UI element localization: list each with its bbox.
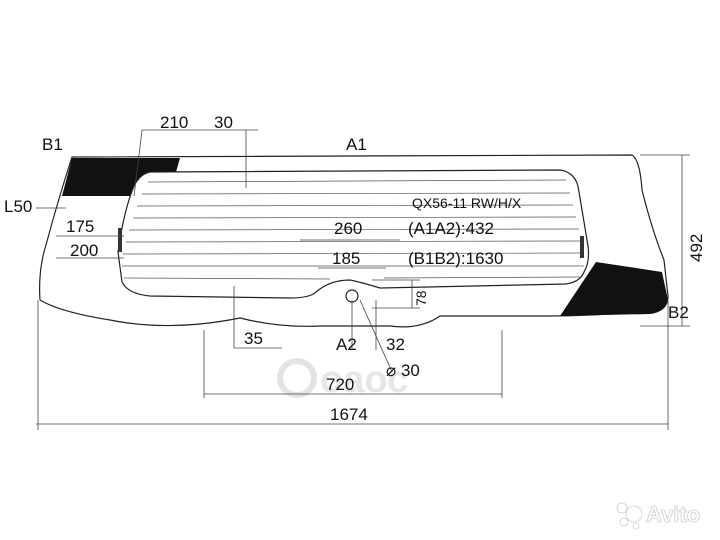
- label-b1b2: (B1B2):1630: [408, 249, 503, 268]
- dim-175: 175: [66, 217, 94, 236]
- label-a1: A1: [346, 135, 367, 154]
- avito-text: Avito: [646, 502, 700, 527]
- avito-watermark: Avito: [616, 502, 701, 530]
- dim-1674: 1674: [330, 405, 368, 424]
- label-a1a2: (A1A2):432: [408, 219, 494, 238]
- dimension-lines: [36, 129, 690, 430]
- busbar-left: [118, 228, 122, 252]
- dim-185: 185: [332, 249, 360, 268]
- ceramic-corner-bottom-right: [560, 262, 668, 316]
- dim-30-hole: ⌀ 30: [386, 361, 420, 380]
- dim-200: 200: [70, 241, 98, 260]
- ceramic-corner-top-left: [62, 158, 180, 196]
- dim-78: 78: [413, 290, 429, 306]
- dim-30-top: 30: [214, 113, 233, 132]
- dim-260: 260: [334, 219, 362, 238]
- dim-492: 492: [687, 234, 706, 262]
- label-b1: B1: [42, 135, 63, 154]
- model-code: QX56-11 RW/H/X: [412, 195, 522, 211]
- busbar-right: [580, 236, 584, 258]
- dim-210: 210: [160, 113, 188, 132]
- label-b2: B2: [668, 303, 689, 322]
- dim-720: 720: [326, 375, 354, 394]
- heating-lines: [122, 179, 585, 280]
- dim-35: 35: [244, 329, 263, 348]
- label-l50: L50: [4, 197, 32, 216]
- label-a2: A2: [336, 335, 357, 354]
- dim-32: 32: [386, 335, 405, 354]
